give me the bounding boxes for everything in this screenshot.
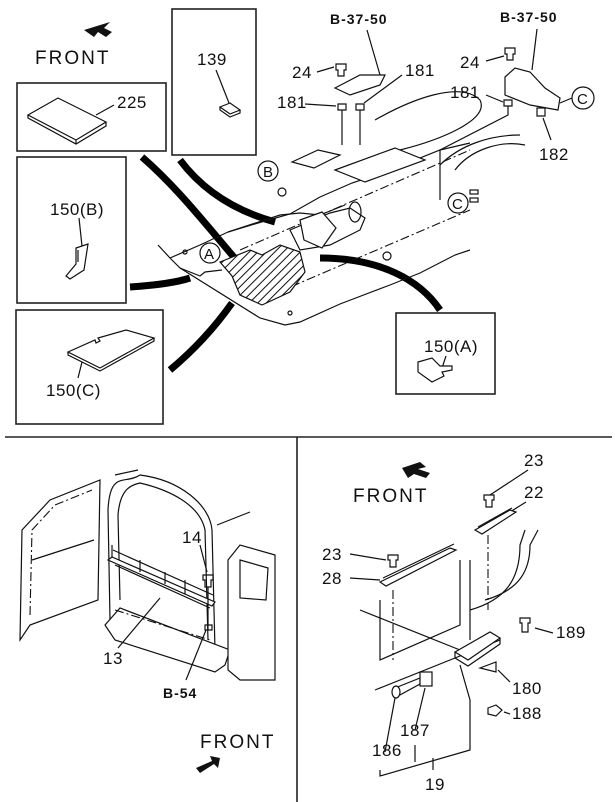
part-label-186: 186	[372, 741, 402, 760]
inset-150c: 150(C)	[15, 309, 164, 425]
callout-circle-a: A	[199, 242, 221, 264]
part-label-13: 13	[103, 649, 123, 668]
part-label-181-left: 181	[277, 93, 307, 112]
front-arrow-icon	[84, 22, 112, 37]
part-label-14: 14	[182, 528, 202, 547]
callout-circle-b: B	[257, 160, 279, 182]
svg-text:A: A	[204, 246, 214, 263]
bracket-group-right: B-37-50 24 181 182	[439, 9, 569, 200]
part-label-182: 182	[539, 145, 569, 164]
front-arrow-icon-bottom-right	[402, 462, 430, 478]
floor-assembly	[157, 91, 526, 326]
ref-b-54: B-54	[163, 685, 197, 701]
bottom-left-panel: 14 13 B-54 FRONT	[19, 469, 276, 773]
rear-door-opening: 14	[19, 469, 276, 681]
inset-150a: 150(A)	[395, 312, 496, 395]
part-label-187: 187	[400, 721, 430, 740]
svg-text:B: B	[263, 164, 273, 181]
part-label-23-upper: 23	[524, 451, 544, 470]
part-label-19: 19	[425, 775, 445, 794]
callout-circle-c-bracket: C	[559, 86, 595, 110]
inset-225: 225	[16, 82, 167, 152]
part-label-189: 189	[556, 623, 586, 642]
svg-text:C: C	[452, 196, 463, 213]
part-label-22: 22	[524, 483, 544, 502]
inset-150b: 150(B)	[16, 156, 127, 304]
front-arrow-icon-bottom-left	[196, 756, 220, 773]
ref-b-37-50-right: B-37-50	[500, 9, 558, 25]
bottom-right-panel: FRONT 23 22 23 28 189	[322, 451, 586, 794]
part-label-23-left: 23	[322, 545, 342, 564]
front-label-bottom-left: FRONT	[200, 732, 275, 753]
part-label-181-center: 181	[405, 61, 435, 80]
part-label-225: 225	[117, 93, 147, 112]
part-label-150a: 150(A)	[424, 337, 478, 356]
part-label-181-right: 181	[450, 83, 480, 102]
part-label-24-right: 24	[460, 53, 480, 72]
svg-text:C: C	[577, 91, 588, 108]
part-label-180: 180	[512, 679, 542, 698]
part-label-28: 28	[322, 569, 342, 588]
ref-b-37-50-left: B-37-50	[330, 11, 388, 27]
top-panel: FRONT 225 139 150(B)	[15, 8, 595, 425]
part-label-150b: 150(B)	[50, 200, 104, 219]
front-label-bottom-right: FRONT	[353, 486, 428, 507]
part-label-150c: 150(C)	[46, 381, 101, 400]
front-label-top: FRONT	[35, 48, 110, 69]
part-label-139: 139	[197, 50, 227, 69]
bracket-group-left: B-37-50 24 181 181	[277, 11, 435, 145]
part-label-188: 188	[512, 704, 542, 723]
part-label-24-left: 24	[292, 63, 312, 82]
callout-circle-c-floor: C	[447, 189, 479, 214]
inset-139: 139	[171, 8, 257, 156]
